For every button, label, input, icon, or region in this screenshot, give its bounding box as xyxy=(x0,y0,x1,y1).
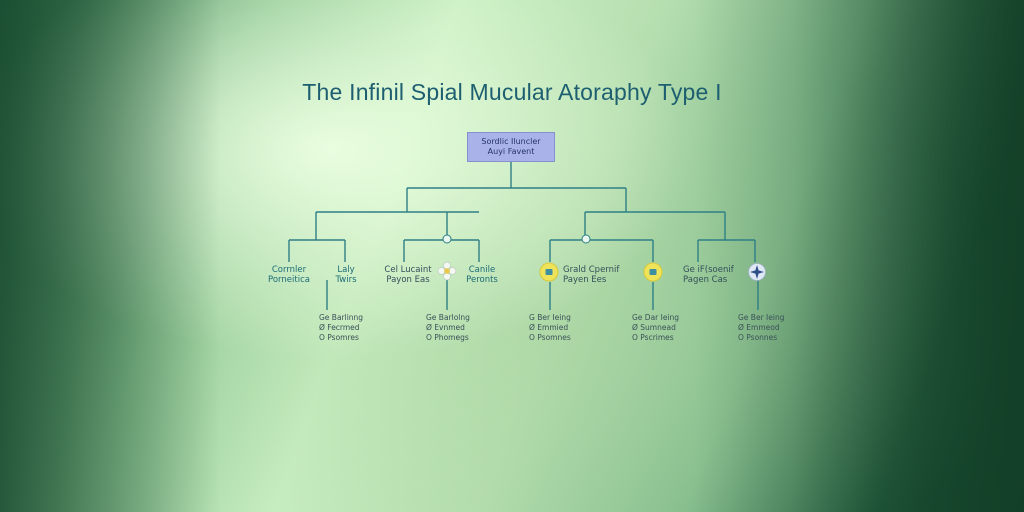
leaf-list: Ge Barlinng Ø Fecrmed O Psomres xyxy=(319,313,364,342)
branch-node: Cel Lucaint Payon Eas xyxy=(384,265,432,285)
small-circle-icon xyxy=(581,234,591,244)
diagram-title: The Infinil Spial Mucular Atoraphy Type … xyxy=(302,79,722,105)
leaf-list: Ge Barlolng Ø Evnmed O Phomegs xyxy=(426,313,470,342)
connector-left-a xyxy=(288,239,346,262)
connector-right xyxy=(584,211,726,240)
branch-node: Laly Twirs xyxy=(335,265,357,285)
background-shade-right xyxy=(694,0,1024,512)
connector-left-b xyxy=(403,239,480,262)
flower-icon xyxy=(437,261,457,281)
yellow-circle-icon xyxy=(643,262,663,282)
leaf-list: Ge Ber Ieing Ø Emmeod O Psonnes xyxy=(738,313,785,342)
branch-node: Ge iF(soenif Pagen Cas xyxy=(683,265,734,285)
star-icon xyxy=(748,263,766,281)
branch-node: Corrnler Porneitica xyxy=(268,265,310,285)
connector-right-b xyxy=(697,239,756,262)
branch-node: Canile Peronts xyxy=(466,265,498,285)
connector-left xyxy=(315,211,479,240)
connector-root xyxy=(406,162,627,212)
root-node: Sordlic Iluncler Auyi Favent xyxy=(467,132,555,162)
leaf-list: G Ber Ieing Ø Emmied O Psomnes xyxy=(529,313,571,342)
connector-right-a xyxy=(549,239,654,262)
connector-leaves xyxy=(326,280,759,310)
yellow-circle-icon xyxy=(539,262,559,282)
leaf-list: Ge Dar Ieing Ø Sumnead O Pscrimes xyxy=(632,313,680,342)
branch-node: Grald Cpernif Payen Ees xyxy=(563,265,620,285)
background-shade-left xyxy=(0,0,220,512)
small-circle-icon xyxy=(442,234,452,244)
